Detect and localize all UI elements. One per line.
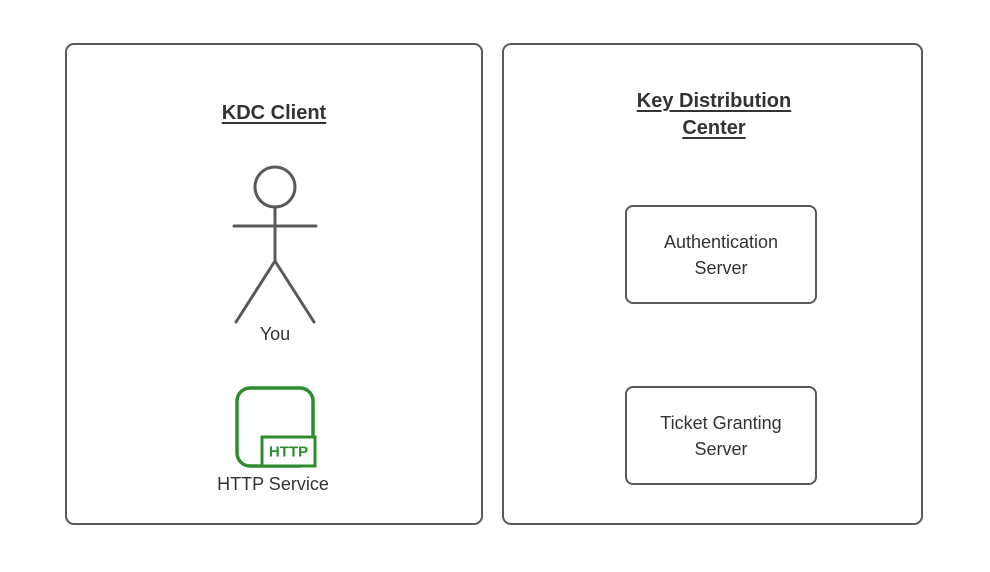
ticket-granting-server-label: Ticket Granting Server [660,412,782,459]
authentication-server-label: Authentication Server [663,231,779,278]
actor-label: You [259,324,291,344]
http-service-icon: HTTP [235,386,317,468]
actor-leg-right [273,259,316,324]
user-actor-icon [232,165,318,324]
key-distribution-center-title: Key Distribution Center [636,90,792,139]
http-service-label: HTTP Service [217,474,329,494]
actor-leg-left [234,259,277,324]
actor-head [253,165,297,209]
ticket-granting-server-box: Ticket Granting Server [625,386,817,485]
kdc-client-title: KDC Client [221,102,327,124]
http-icon-text: HTTP [269,444,308,461]
http-icon-badge-rect [260,435,317,468]
authentication-server-box: Authentication Server [625,205,817,304]
